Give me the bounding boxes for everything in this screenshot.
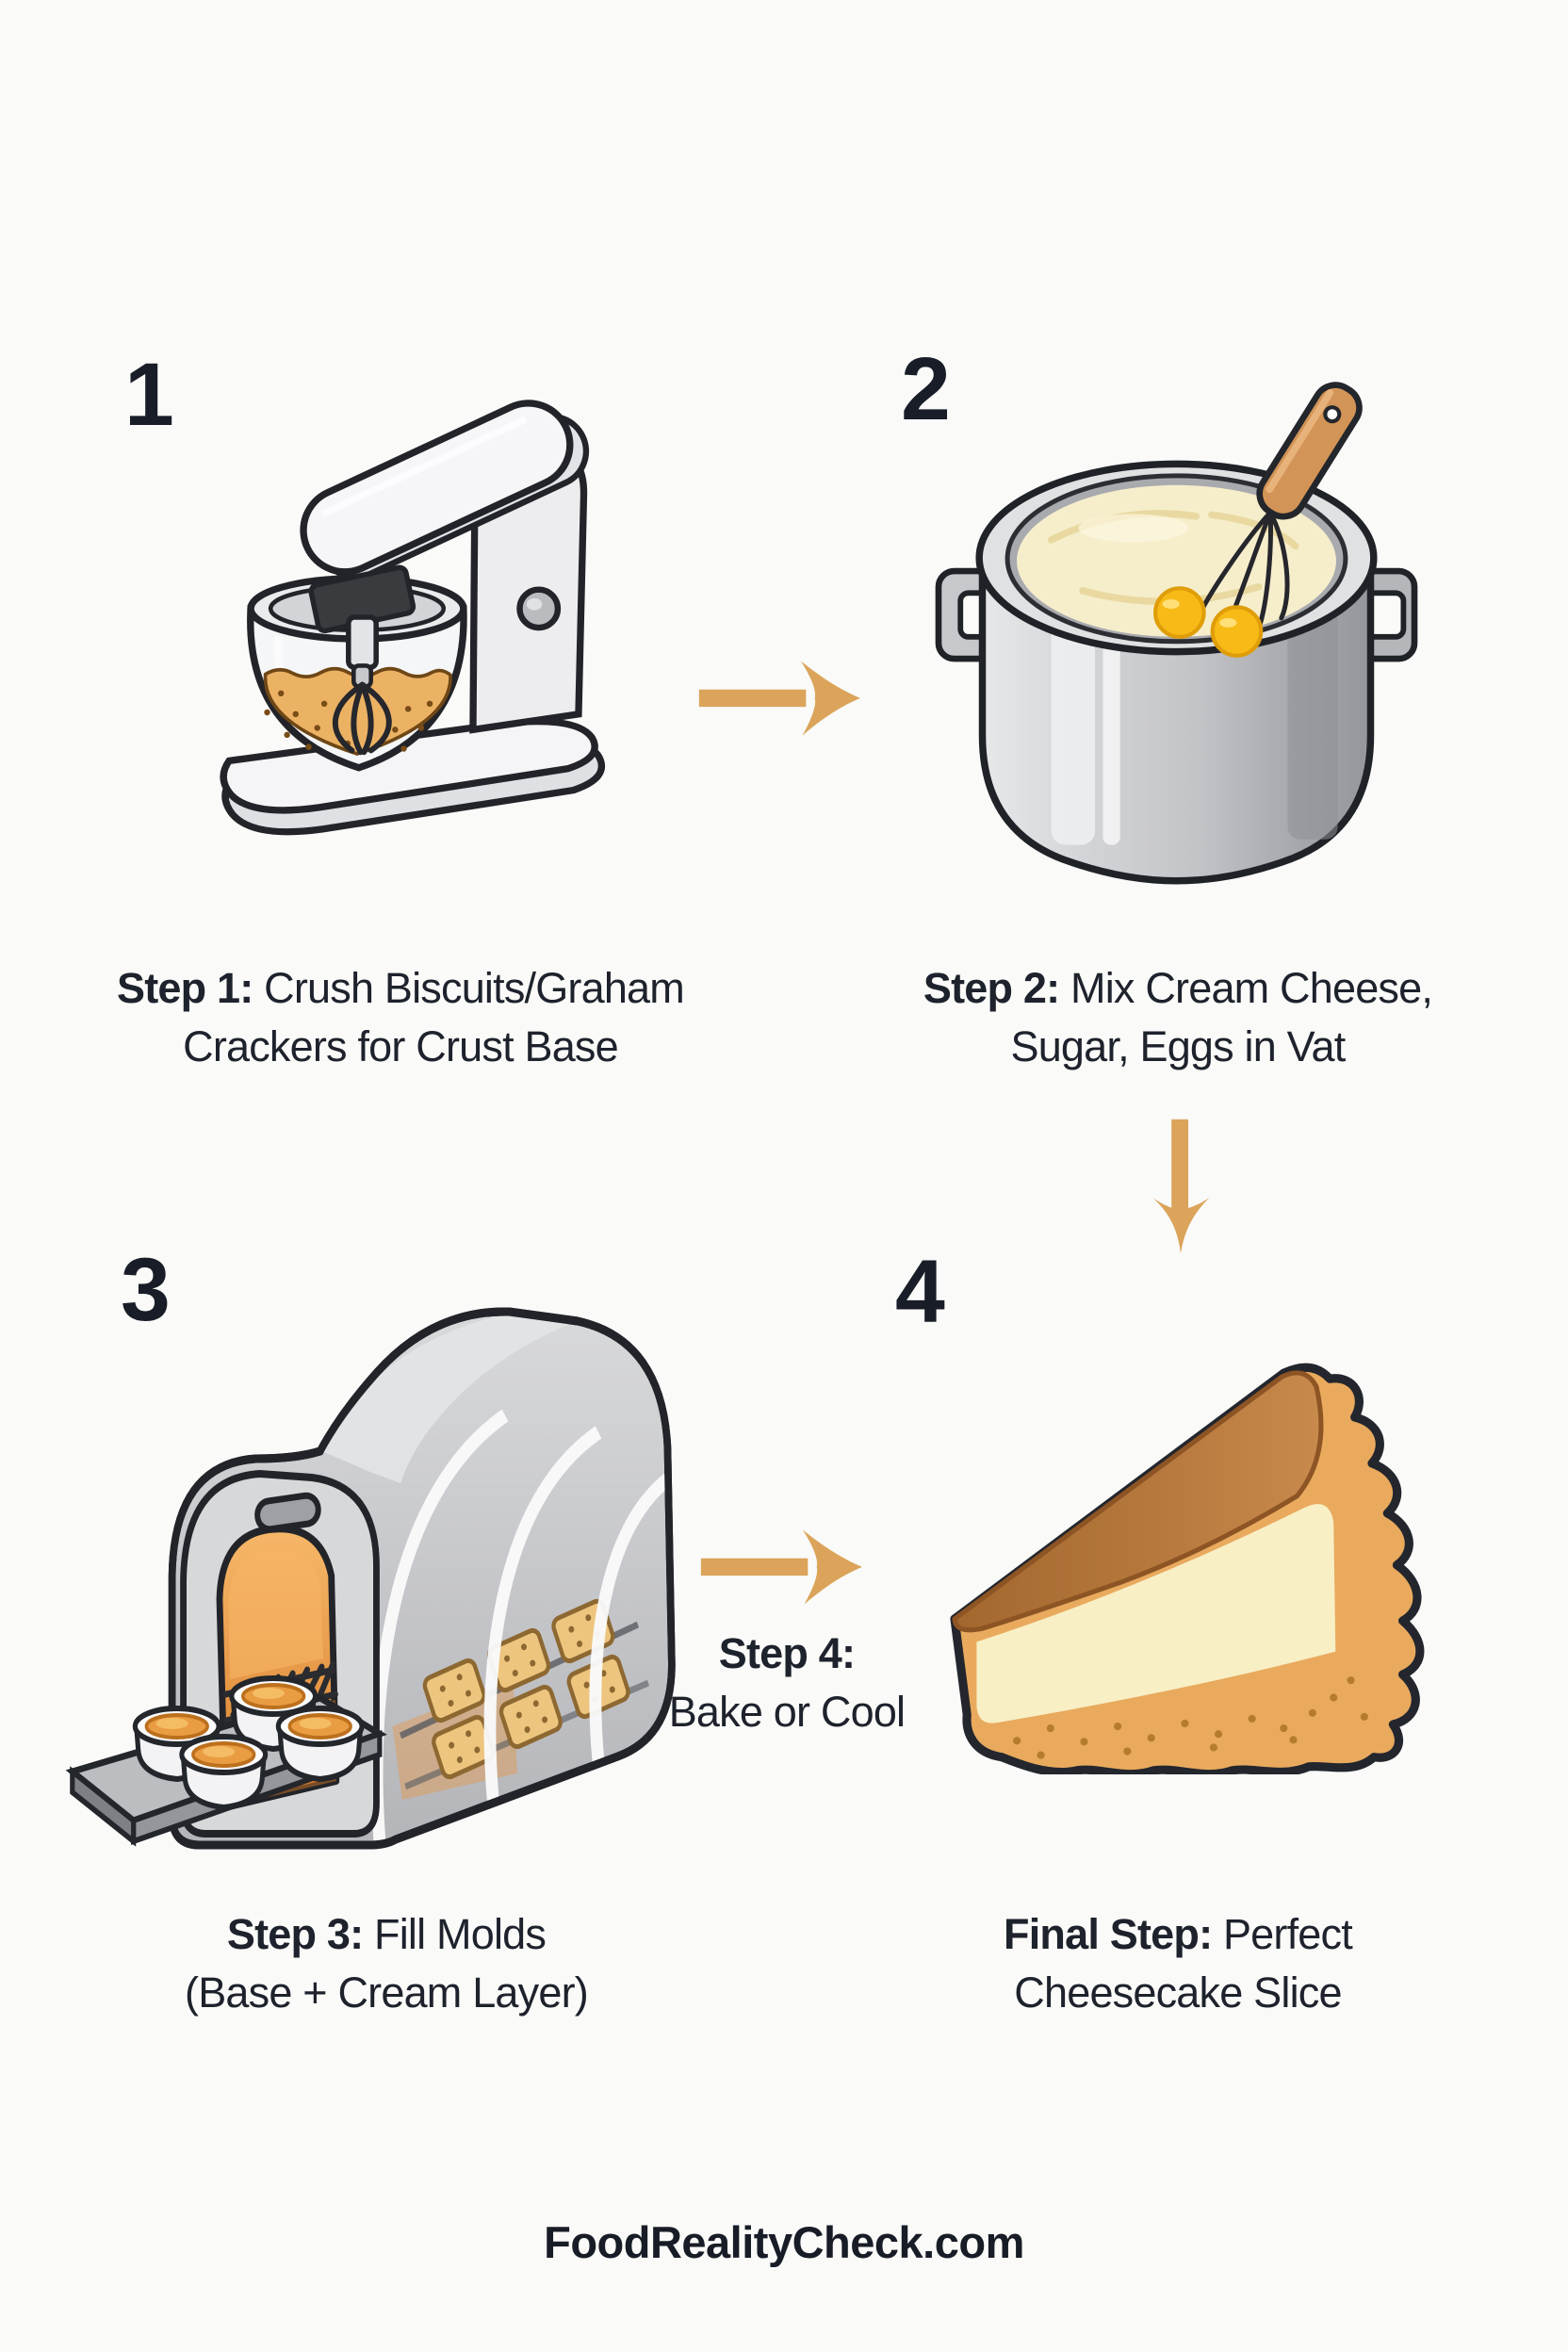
arrow-right-icon: [699, 1523, 874, 1609]
filled-molds: [132, 1675, 365, 1811]
step4-label-line1: Step 4:: [718, 1629, 856, 1677]
step4-number: 4: [895, 1242, 945, 1342]
step1-caption: Step 1: Crush Biscuits/Graham Crackers f…: [61, 959, 740, 1076]
step2-caption-line1: Step 2: Mix Cream Cheese,: [923, 964, 1433, 1012]
tunnel-oven-icon: [55, 1283, 714, 1858]
tunnel-oven-illustration: [65, 1307, 676, 1850]
final-step-caption-line2: Cheesecake Slice: [1014, 1968, 1342, 2017]
mixing-vat-icon: [934, 282, 1419, 907]
step4-label-line2: Bake or Cool: [668, 1688, 906, 1736]
cheesecake-slice-icon: [902, 1266, 1478, 1774]
whisk-handle: [1256, 382, 1363, 520]
arrow-right-icon: [697, 654, 873, 741]
step3-caption-line1: Step 3: Fill Molds: [226, 1910, 547, 1958]
footer-brand: FoodRealityCheck.com: [544, 2217, 1024, 2267]
final-step-caption: Final Step: Perfect Cheesecake Slice: [848, 1905, 1508, 2022]
final-step-caption-line1: Final Step: Perfect: [1004, 1910, 1353, 1958]
step4-label: Step 4: Bake or Cool: [603, 1625, 971, 1741]
step3-caption-line2: (Base + Cream Layer): [185, 1968, 589, 2017]
step2-number: 2: [901, 339, 951, 439]
mixing-vat-illustration: [935, 382, 1418, 885]
cheesecake-slice-illustration: [950, 1363, 1425, 1774]
oven-handle: [254, 1492, 321, 1533]
arrow-down-icon: [1150, 1118, 1212, 1257]
beater-whisk: [332, 681, 392, 756]
crust-speckles: [1013, 1676, 1368, 1759]
step2-caption-line2: Sugar, Eggs in Vat: [1010, 1022, 1346, 1070]
step2-caption: Step 2: Mix Cream Cheese, Sugar, Eggs in…: [848, 959, 1508, 1076]
stand-mixer-illustration: [220, 400, 606, 836]
cream-layer: [976, 1504, 1336, 1723]
step3-caption: Step 3: Fill Molds (Base + Cream Layer): [57, 1905, 716, 2022]
step3-number: 3: [121, 1240, 171, 1340]
step1-caption-line2: Crackers for Crust Base: [183, 1022, 619, 1070]
stand-mixer-icon: [136, 323, 620, 859]
caramel-top: [952, 1370, 1324, 1633]
step1-caption-line1: Step 1: Crush Biscuits/Graham: [117, 964, 685, 1012]
step1-number: 1: [124, 345, 174, 445]
